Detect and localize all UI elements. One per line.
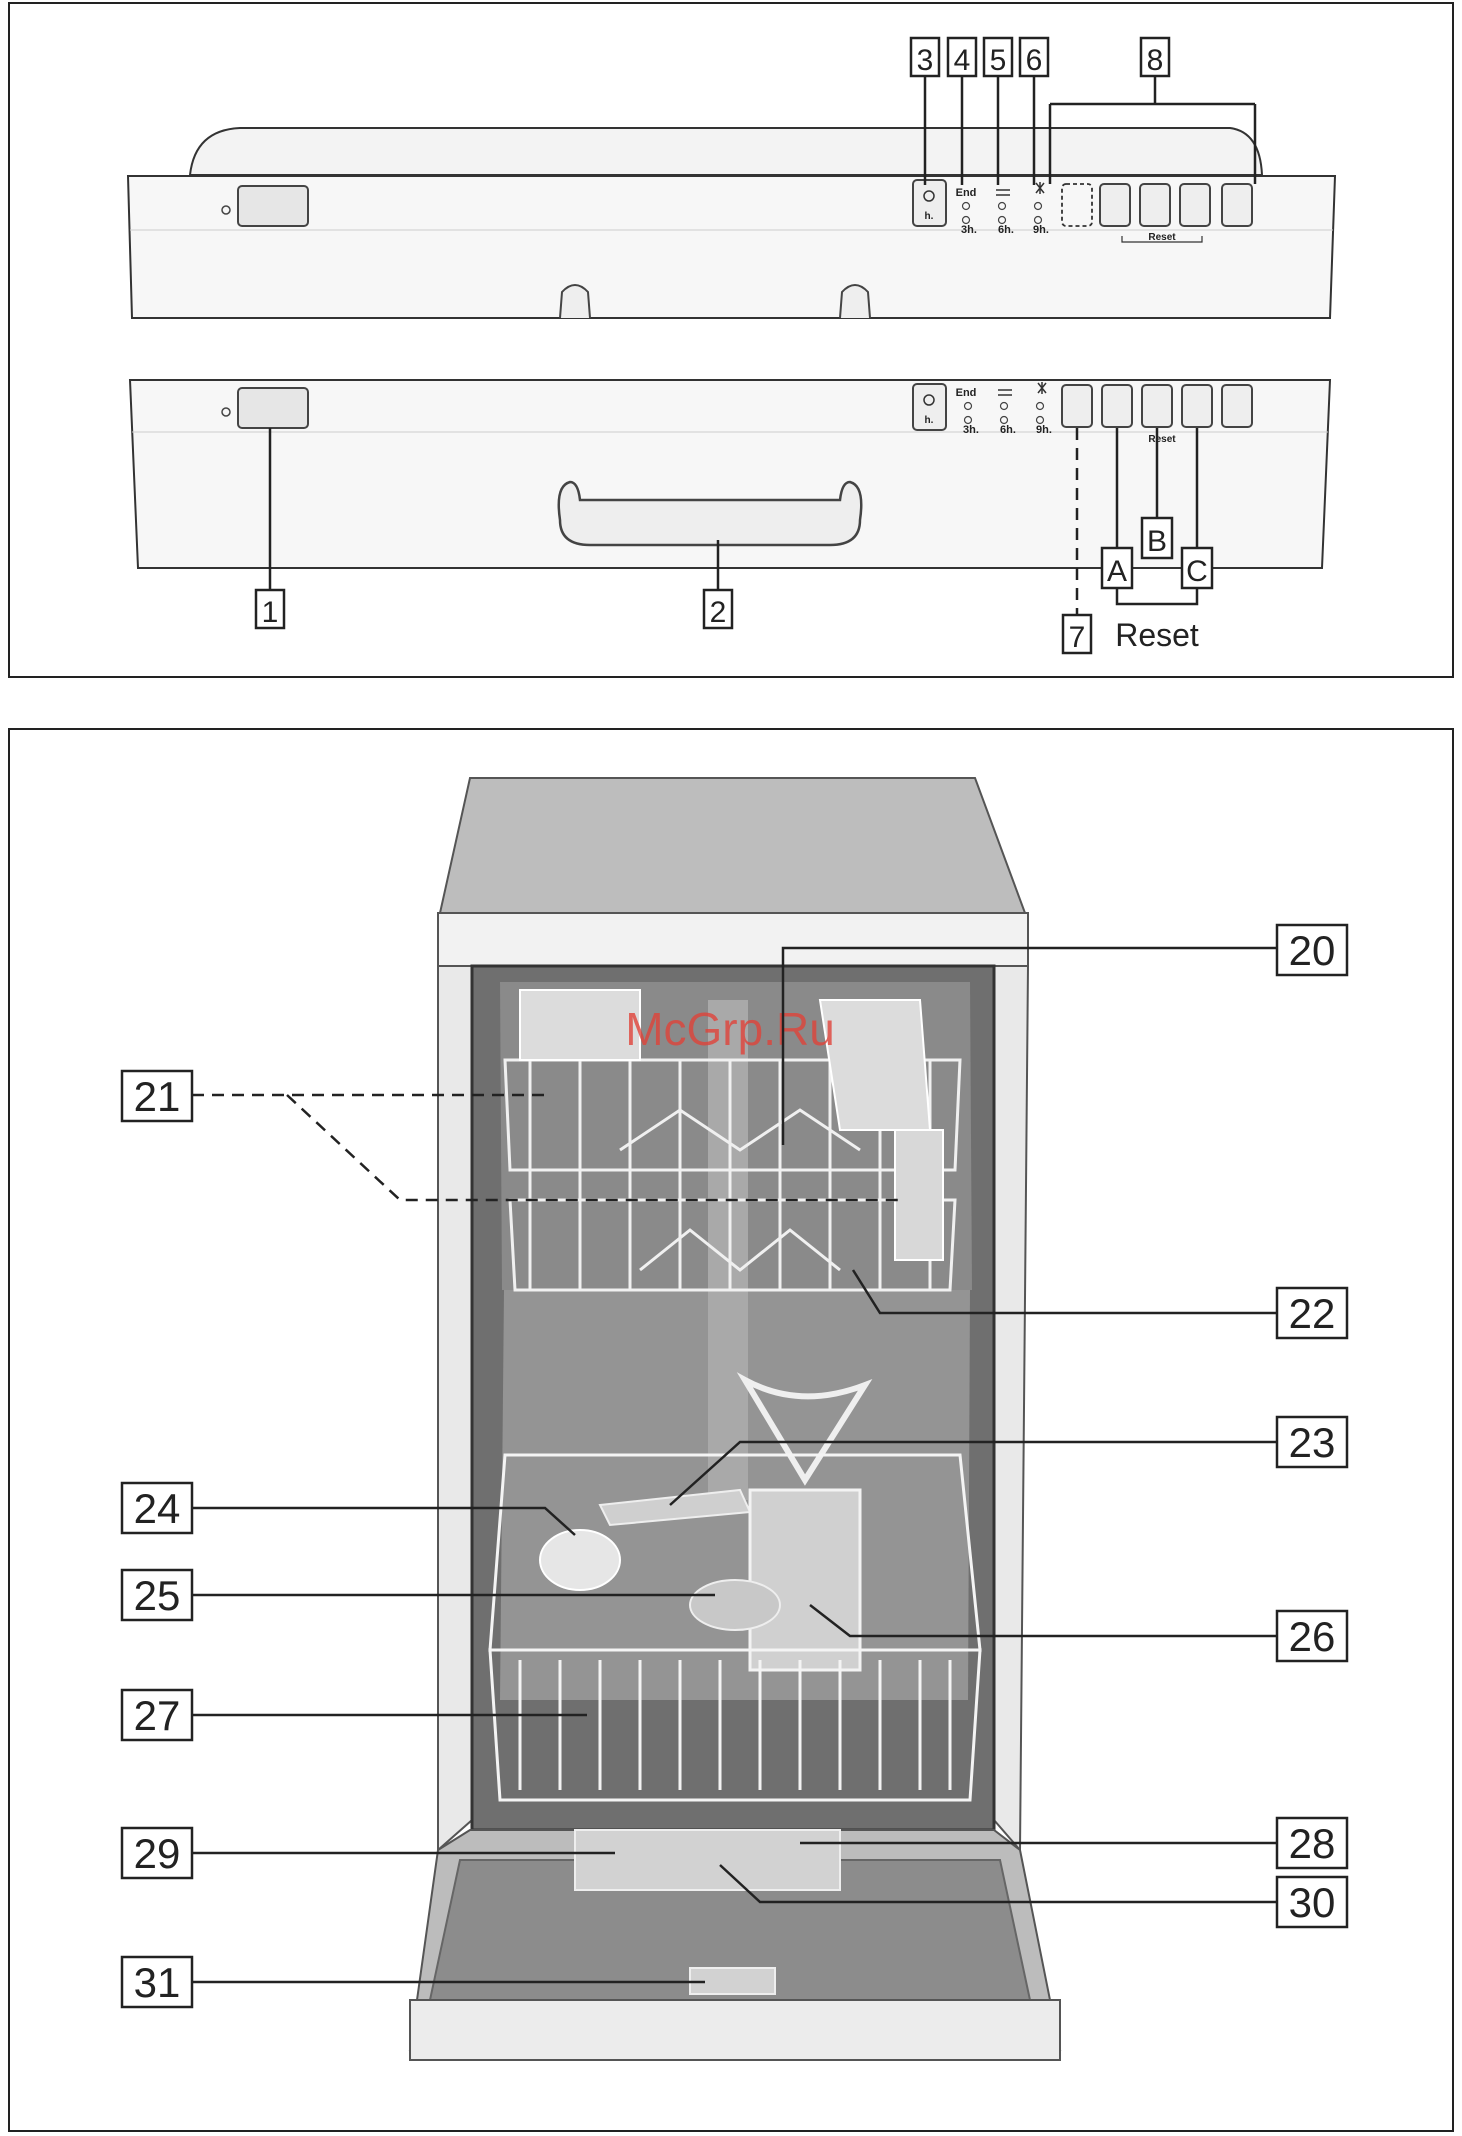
callout-4: 4 [948, 38, 976, 77]
svg-text:25: 25 [134, 1572, 181, 1619]
svg-text:5: 5 [990, 44, 1007, 77]
svg-text:1: 1 [262, 596, 279, 629]
9h-label-bottom: 9h. [1036, 424, 1052, 436]
callout-23: 23 [1277, 1417, 1347, 1467]
callout-2: 2 [704, 590, 732, 629]
hours-label-bottom: h. [925, 415, 934, 426]
end-label-bottom: End [956, 387, 977, 399]
reset-small-label-bottom: Reset [1148, 434, 1176, 445]
callout-3: 3 [911, 38, 939, 77]
reset-label: Reset [1115, 617, 1199, 653]
callout-25: 25 [122, 1570, 192, 1620]
svg-text:21: 21 [134, 1073, 181, 1120]
dishwasher-illustration [410, 778, 1060, 2060]
callout-A: A [1102, 548, 1132, 588]
callout-21: 21 [122, 1071, 192, 1121]
svg-text:24: 24 [134, 1485, 181, 1532]
callout-20: 20 [1277, 925, 1347, 975]
reset-small-label-top: Reset [1148, 232, 1176, 243]
end-label-top: End [956, 187, 977, 199]
callout-22: 22 [1277, 1288, 1347, 1338]
svg-text:28: 28 [1289, 1820, 1336, 1867]
callout-26: 26 [1277, 1611, 1347, 1661]
svg-text:20: 20 [1289, 927, 1336, 974]
svg-text:6: 6 [1026, 44, 1043, 77]
callout-1: 1 [256, 590, 284, 629]
3h-label-top: 3h. [961, 224, 977, 236]
callout-7: 7 [1063, 615, 1091, 654]
callout-24: 24 [122, 1483, 192, 1533]
callout-29: 29 [122, 1828, 192, 1878]
6h-label-bottom: 6h. [1000, 424, 1016, 436]
3h-label-bottom: 3h. [963, 424, 979, 436]
callout-8: 8 [1141, 38, 1169, 77]
svg-text:26: 26 [1289, 1613, 1336, 1660]
svg-text:22: 22 [1289, 1290, 1336, 1337]
hours-label-top: h. [925, 211, 934, 222]
callout-C: C [1182, 548, 1212, 588]
svg-text:4: 4 [954, 44, 971, 77]
svg-text:B: B [1147, 525, 1167, 558]
callout-28: 28 [1277, 1818, 1347, 1868]
6h-label-top: 6h. [998, 224, 1014, 236]
9h-label-top: 9h. [1033, 224, 1049, 236]
callout-30: 30 [1277, 1877, 1347, 1927]
svg-text:2: 2 [710, 596, 727, 629]
control-panel-open-view: h. End 3h. 6h. 9h. Reset [128, 128, 1335, 318]
svg-text:8: 8 [1147, 44, 1164, 77]
callout-B: B [1142, 518, 1172, 558]
svg-text:29: 29 [134, 1830, 181, 1877]
watermark: McGrp.Ru [625, 1003, 835, 1055]
svg-text:C: C [1186, 555, 1208, 588]
svg-text:30: 30 [1289, 1879, 1336, 1926]
svg-text:27: 27 [134, 1692, 181, 1739]
callout-31: 31 [122, 1957, 192, 2007]
svg-text:A: A [1107, 555, 1127, 588]
svg-text:31: 31 [134, 1959, 181, 2006]
callout-27: 27 [122, 1690, 192, 1740]
svg-text:7: 7 [1069, 621, 1086, 654]
callout-5: 5 [984, 38, 1012, 77]
svg-text:23: 23 [1289, 1419, 1336, 1466]
svg-text:3: 3 [917, 44, 934, 77]
callout-6: 6 [1020, 38, 1048, 77]
